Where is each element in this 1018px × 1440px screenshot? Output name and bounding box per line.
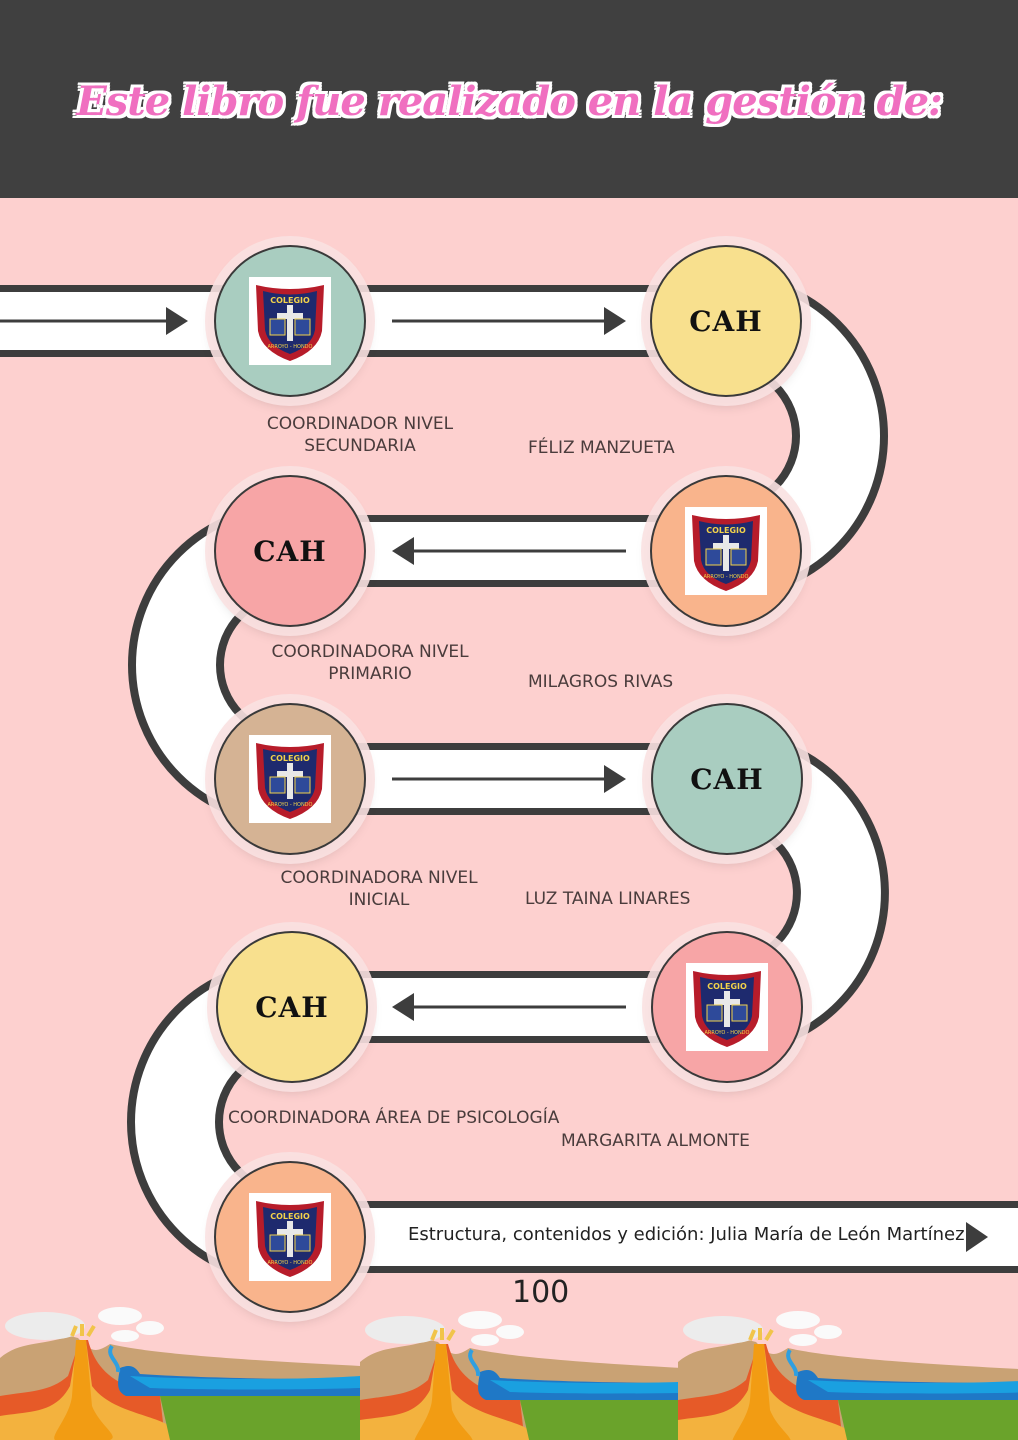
svg-text:ARROYO - HONDO: ARROYO - HONDO bbox=[705, 1030, 750, 1036]
arrow-left-icon bbox=[392, 993, 626, 1021]
node-logo: COLEGIO ARROYO - HONDO bbox=[214, 703, 366, 855]
credits-text: Estructura, contenidos y edición: Julia … bbox=[408, 1224, 965, 1245]
cah-label: CAH bbox=[689, 304, 763, 338]
node-cah: CAH bbox=[214, 475, 366, 627]
node-cah: CAH bbox=[216, 931, 368, 1083]
svg-text:COLEGIO: COLEGIO bbox=[706, 526, 746, 535]
school-crest-icon: COLEGIO ARROYO - HONDO bbox=[686, 963, 768, 1051]
node-cah: CAH bbox=[651, 703, 803, 855]
svg-text:COLEGIO: COLEGIO bbox=[707, 982, 747, 991]
staff-name: MILAGROS RIVAS bbox=[528, 672, 674, 692]
school-crest-icon: COLEGIO ARROYO - HONDO bbox=[249, 735, 331, 823]
arrow-right-icon bbox=[966, 1222, 988, 1252]
svg-text:ARROYO - HONDO: ARROYO - HONDO bbox=[268, 1260, 313, 1266]
node-logo: COLEGIO ARROYO - HONDO bbox=[214, 1161, 366, 1313]
header-band bbox=[0, 0, 1018, 198]
staff-role: COORDINADORA ÁREA DE PSICOLOGÍA bbox=[228, 1108, 560, 1128]
page-number: 100 bbox=[512, 1275, 570, 1310]
cah-label: CAH bbox=[255, 990, 329, 1024]
timeline-road bbox=[0, 273, 1018, 1285]
svg-text:ARROYO - HONDO: ARROYO - HONDO bbox=[268, 344, 313, 350]
page-title: Este libro fue realizado en la gestión d… bbox=[76, 78, 943, 125]
school-crest-icon: COLEGIO ARROYO - HONDO bbox=[249, 277, 331, 365]
arrow-right-icon bbox=[0, 307, 188, 335]
staff-name: MARGARITA ALMONTE bbox=[561, 1131, 750, 1151]
node-logo: COLEGIO ARROYO - HONDO bbox=[650, 475, 802, 627]
svg-text:COLEGIO: COLEGIO bbox=[270, 296, 310, 305]
node-logo: COLEGIO ARROYO - HONDO bbox=[214, 245, 366, 397]
svg-text:COLEGIO: COLEGIO bbox=[270, 1212, 310, 1221]
node-logo: COLEGIO ARROYO - HONDO bbox=[651, 931, 803, 1083]
staff-name: LUZ TAINA LINARES bbox=[525, 889, 691, 909]
svg-text:ARROYO - HONDO: ARROYO - HONDO bbox=[704, 574, 749, 580]
school-crest-icon: COLEGIO ARROYO - HONDO bbox=[685, 507, 767, 595]
school-crest-icon: COLEGIO ARROYO - HONDO bbox=[249, 1193, 331, 1281]
staff-name: FÉLIZ MANZUETA bbox=[528, 438, 675, 458]
arrow-right-icon bbox=[392, 307, 626, 335]
arrow-left-icon bbox=[392, 537, 626, 565]
node-cah: CAH bbox=[650, 245, 802, 397]
volcano-landscape-illustration bbox=[0, 1305, 1018, 1440]
svg-text:COLEGIO: COLEGIO bbox=[270, 754, 310, 763]
cah-label: CAH bbox=[253, 534, 327, 568]
svg-text:ARROYO - HONDO: ARROYO - HONDO bbox=[268, 802, 313, 808]
arrow-right-icon bbox=[392, 765, 626, 793]
cah-label: CAH bbox=[690, 762, 764, 796]
